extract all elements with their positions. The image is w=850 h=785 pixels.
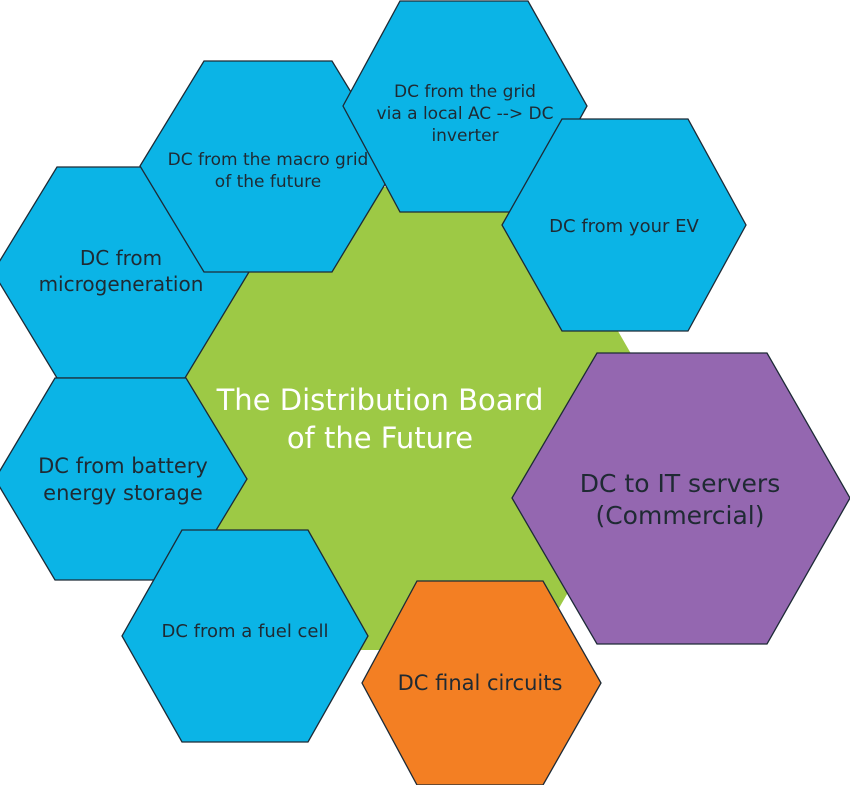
label-battery: DC from battery energy storage [38,454,208,505]
hexagon-it-servers [511,352,850,645]
label-macro-grid: DC from the macro grid of the future [167,150,369,192]
label-ev: DC from your EV [549,216,699,238]
label-it-servers: DC to IT servers (Commercial) [579,469,781,530]
hexagon-macro-grid [139,60,397,273]
hexagon-ev [501,118,747,332]
label-microgeneration: DC from microgeneration [38,246,204,296]
label-grid-inverter: DC from the grid via a local AC --> DC i… [376,82,554,146]
hexagon-fuel-cell [121,529,369,743]
hexagon-final-circuits [361,580,602,785]
center-label: The Distribution Board of the Future [216,383,544,455]
label-final-circuits: DC final circuits [397,670,563,695]
label-fuel-cell: DC from a fuel cell [161,621,329,643]
